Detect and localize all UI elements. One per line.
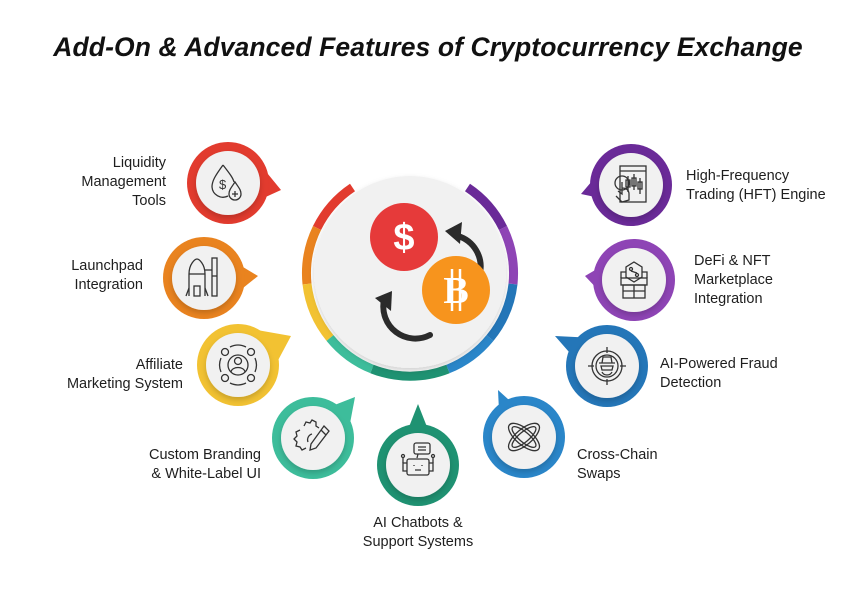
interlinked-chains-icon — [507, 422, 541, 452]
feature-node-fraud[interactable] — [555, 320, 665, 410]
nft-marketplace-icon — [620, 261, 648, 299]
feature-label-branding: Custom Branding& White-Label UI — [148, 447, 261, 482]
dollar-coin-icon: $ — [370, 203, 438, 271]
gear-pencil-icon — [293, 419, 330, 451]
feature-node-defi[interactable] — [582, 236, 692, 326]
feature-node-launchpad[interactable] — [160, 234, 270, 324]
feature-node-branding[interactable] — [272, 392, 382, 482]
bitcoin-coin-icon: B — [422, 256, 490, 324]
exchange-arrows-icon — [375, 222, 484, 342]
feature-node-crosschain[interactable] — [474, 390, 584, 480]
spy-target-icon — [588, 347, 626, 385]
feature-node-hft[interactable] — [578, 142, 688, 232]
svg-text:B: B — [443, 270, 468, 312]
page-title: Add-On & Advanced Features of Cryptocurr… — [53, 32, 803, 62]
feature-node-chatbots[interactable] — [373, 400, 463, 510]
svg-text:$: $ — [393, 217, 414, 259]
feature-node-affiliate[interactable] — [195, 320, 305, 410]
feature-node-liquidity[interactable]: $ — [183, 138, 293, 228]
rocket-launchpad-icon — [185, 257, 218, 297]
chatbot-robot-icon — [400, 442, 436, 476]
trading-chart-tap-icon — [614, 165, 647, 203]
feature-label-chatbots: AI Chatbots &Support Systems — [362, 515, 474, 550]
liquidity-drops-icon: $ — [211, 164, 242, 201]
svg-text:$: $ — [219, 177, 227, 192]
affiliate-network-icon — [218, 344, 258, 386]
